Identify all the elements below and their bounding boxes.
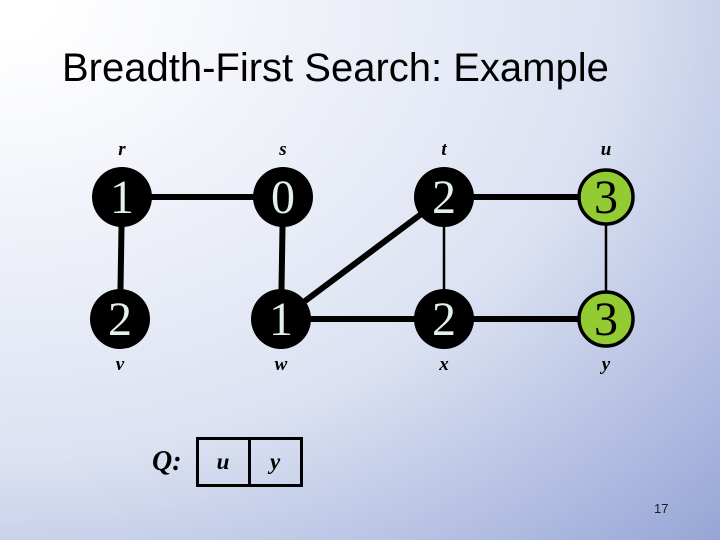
graph-node-circle-r: [92, 167, 152, 227]
graph-node-s: 0s: [253, 139, 313, 227]
graph-node-circle-u: [577, 168, 635, 226]
graph-node-label-v: v: [116, 354, 125, 375]
graph-node-label-y: y: [600, 354, 611, 375]
graph-node-circle-y: [577, 290, 635, 348]
graph-node-w: 1w: [251, 289, 311, 375]
graph-node-circle-x: [414, 289, 474, 349]
graph-node-distance-u: 3: [594, 171, 618, 224]
graph-node-distance-x: 2: [432, 293, 456, 346]
graph-node-distance-t: 2: [432, 171, 456, 224]
graph-node-distance-w: 1: [269, 293, 293, 346]
slide-title: Breadth-First Search: Example: [62, 46, 609, 90]
queue-label: Q:: [152, 446, 182, 477]
graph-node-v: 2v: [90, 289, 150, 375]
graph-edge-w-t: [279, 194, 446, 322]
graph-node-label-u: u: [601, 139, 612, 160]
graph-node-u: 3u: [577, 139, 635, 226]
graph-node-distance-y: 3: [594, 293, 618, 346]
graph-node-label-t: t: [441, 139, 447, 160]
graph-node-distance-s: 0: [271, 171, 295, 224]
graph-node-distance-v: 2: [108, 293, 132, 346]
graph-node-y: 3y: [577, 290, 635, 375]
graph-node-label-r: r: [118, 139, 126, 160]
graph-node-label-x: x: [438, 354, 449, 375]
graph-node-circle-s: [253, 167, 313, 227]
graph-node-label-w: w: [275, 354, 288, 375]
queue-cell-0: u: [195, 437, 251, 487]
graph-node-distance-r: 1: [110, 171, 134, 224]
graph-node-circle-t: [414, 167, 474, 227]
graph-node-r: 1r: [92, 139, 152, 227]
queue-cell-1: y: [250, 437, 303, 487]
graph-node-label-s: s: [278, 139, 286, 160]
graph-node-circle-v: [90, 289, 150, 349]
page-number: 17: [654, 501, 669, 516]
graph-node-circle-w: [251, 289, 311, 349]
graph-node-x: 2x: [414, 289, 474, 375]
graph-node-t: 2t: [414, 139, 474, 227]
